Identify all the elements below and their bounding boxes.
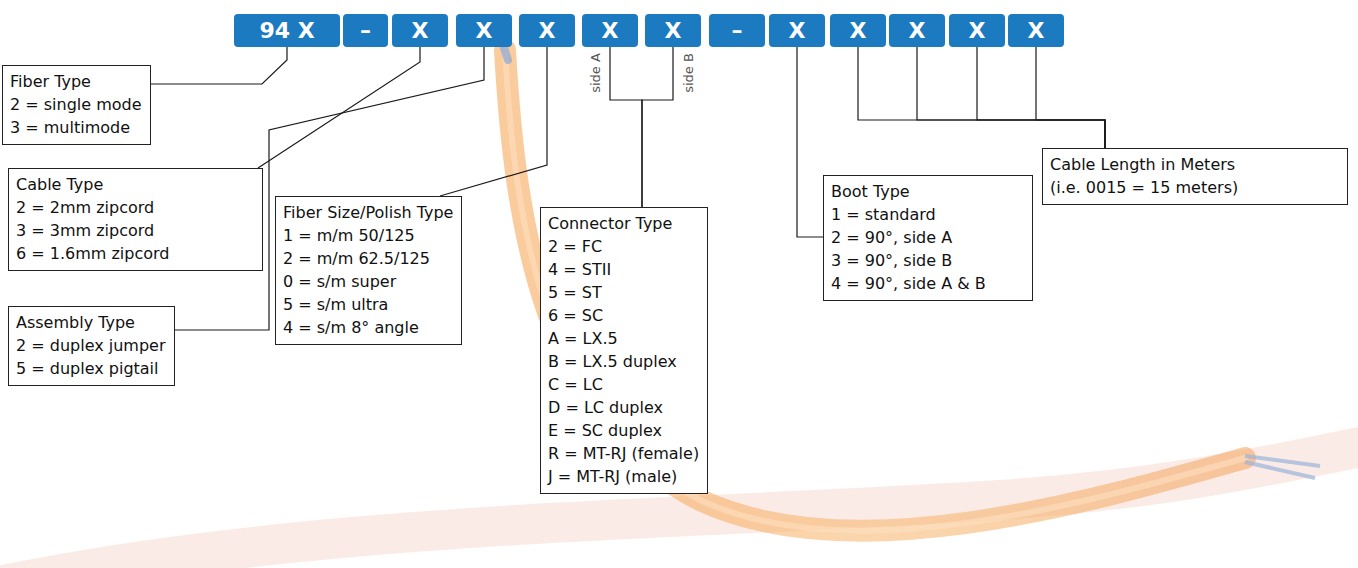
code-segment: X [519, 14, 575, 47]
callout-box: Assembly Type2 = duplex jumper5 = duplex… [8, 306, 175, 386]
option-text: J = MT-RJ (male) [548, 465, 699, 488]
option-text: 4 = 90°, side A & B [831, 272, 1024, 295]
code-segment: X [949, 14, 1005, 47]
option-text: 3 = 3mm zipcord [16, 219, 254, 242]
box-text: Connector Type [548, 212, 699, 235]
box-text: X [412, 18, 429, 44]
code-segment: – [343, 14, 388, 47]
box-text: 94 X [259, 18, 314, 44]
side-label: side B [682, 51, 696, 95]
box-text: Boot Type [831, 180, 1024, 203]
code-segment: X [392, 14, 448, 47]
callout-box: Fiber Type2 = single mode3 = multimode [2, 65, 151, 145]
code-segment: X [1008, 14, 1064, 47]
option-text: A = LX.5 [548, 327, 699, 350]
option-text: E = SC duplex [548, 419, 699, 442]
leader-line [440, 47, 547, 196]
option-text: 6 = 1.6mm zipcord [16, 242, 254, 265]
option-text: 1 = standard [831, 203, 1024, 226]
box-text: Assembly Type [16, 311, 166, 334]
leader-line [858, 47, 1105, 148]
box-text: X [1028, 18, 1045, 44]
callout-box: Boot Type1 = standard2 = 90°, side A3 = … [823, 175, 1033, 301]
leader-line [797, 47, 823, 237]
option-text: 5 = ST [548, 281, 699, 304]
leader-line [917, 47, 1105, 148]
option-text: (i.e. 0015 = 15 meters) [1050, 176, 1339, 199]
code-segment: – [709, 14, 765, 47]
option-text: D = LC duplex [548, 396, 699, 419]
box-text: X [909, 18, 926, 44]
option-text: 5 = duplex pigtail [16, 357, 166, 380]
cable-highlight [505, 50, 1245, 531]
option-text: 3 = 90°, side B [831, 249, 1024, 272]
option-text: 4 = s/m 8° angle [283, 316, 453, 339]
code-segment: X [582, 14, 638, 47]
option-text: 2 = m/m 62.5/125 [283, 247, 453, 270]
option-text: 2 = single mode [10, 93, 142, 116]
code-segment: X [769, 14, 825, 47]
callout-box: Connector Type2 = FC4 = STII5 = ST6 = SC… [540, 207, 708, 494]
option-text: B = LX.5 duplex [548, 350, 699, 373]
box-text: X [665, 18, 682, 44]
code-segment: X [456, 14, 512, 47]
box-text: X [602, 18, 619, 44]
option-text: 2 = duplex jumper [16, 334, 166, 357]
option-text: 2 = 2mm zipcord [16, 196, 254, 219]
code-segment: 94 X [234, 14, 340, 47]
option-text: 2 = 90°, side A [831, 226, 1024, 249]
fiber-end [1245, 462, 1315, 478]
box-text: Cable Type [16, 173, 254, 196]
box-text: X [476, 18, 493, 44]
box-text: X [789, 18, 806, 44]
callout-box: Cable Type2 = 2mm zipcord3 = 3mm zipcord… [8, 168, 263, 271]
option-text: C = LC [548, 373, 699, 396]
code-segment: X [889, 14, 945, 47]
leader-line [977, 47, 1105, 148]
callout-box: Cable Length in Meters(i.e. 0015 = 15 me… [1042, 148, 1348, 205]
option-text: 0 = s/m super [283, 270, 453, 293]
leader-line [151, 47, 287, 84]
option-text: 4 = STII [548, 258, 699, 281]
option-text: 1 = m/m 50/125 [283, 224, 453, 247]
option-text: 6 = SC [548, 304, 699, 327]
side-label: side A [589, 51, 603, 95]
fiber-cable [505, 50, 1245, 531]
leader-line [1036, 47, 1105, 148]
option-text: 2 = FC [548, 235, 699, 258]
code-segment: X [645, 14, 701, 47]
box-text: – [732, 18, 743, 44]
box-text: – [360, 18, 371, 44]
leader-line [258, 47, 420, 168]
box-text: X [539, 18, 556, 44]
option-text: 5 = s/m ultra [283, 293, 453, 316]
box-text: Fiber Size/Polish Type [283, 201, 453, 224]
leader-line [642, 47, 673, 207]
leader-line [610, 47, 642, 207]
option-text: 3 = multimode [10, 116, 142, 139]
box-text: Fiber Type [10, 70, 142, 93]
callout-box: Fiber Size/Polish Type1 = m/m 50/1252 = … [275, 196, 462, 345]
box-text: X [969, 18, 986, 44]
code-segment: X [830, 14, 886, 47]
box-text: X [850, 18, 867, 44]
option-text: R = MT-RJ (female) [548, 442, 699, 465]
box-text: Cable Length in Meters [1050, 153, 1339, 176]
